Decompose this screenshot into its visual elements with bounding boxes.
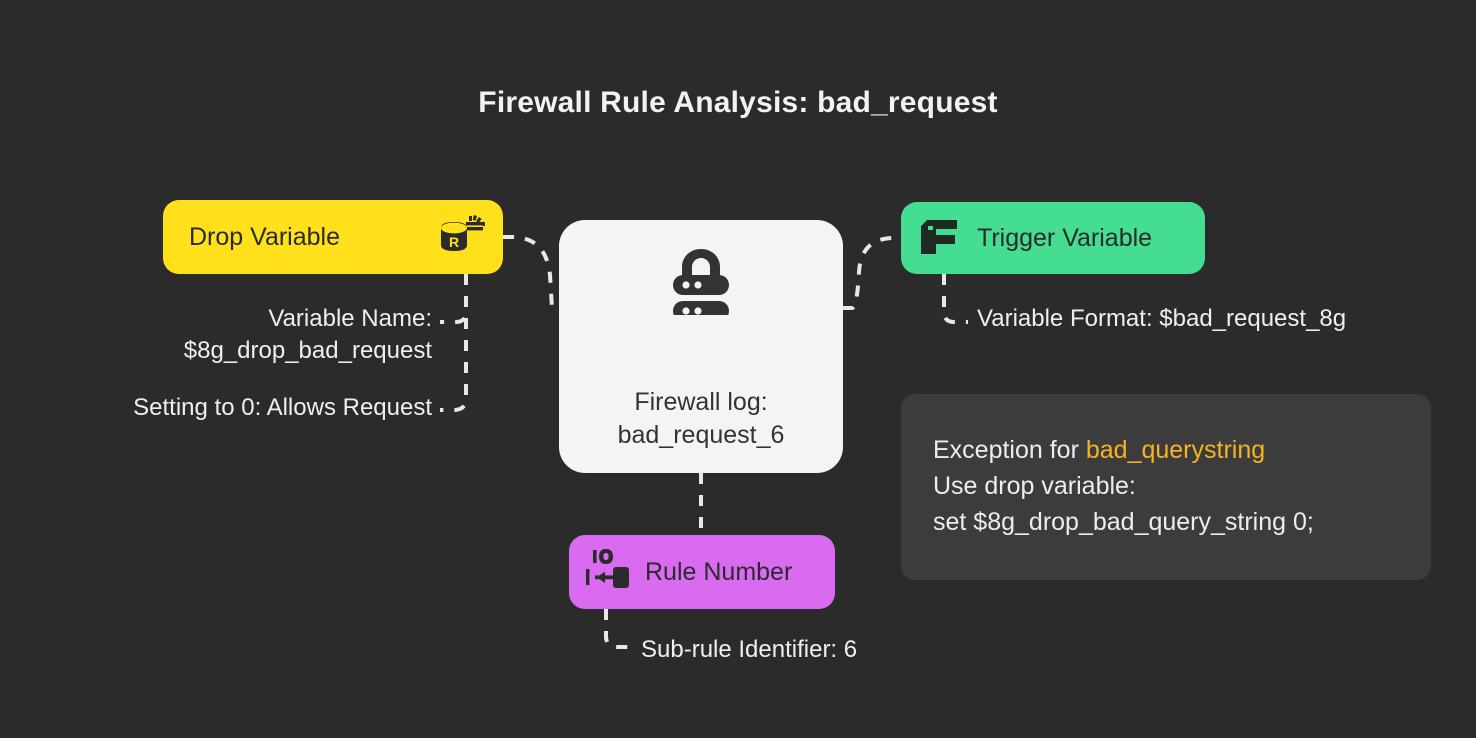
page-title: Firewall Rule Analysis: bad_request bbox=[478, 86, 998, 119]
exception-panel: Exception for bad_querystring Use drop v… bbox=[901, 394, 1431, 580]
node-rule-number[interactable]: Rule Number bbox=[569, 535, 835, 609]
exception-line-3: set $8g_drop_bad_query_string 0; bbox=[933, 508, 1314, 536]
link-rule-to-subrule bbox=[604, 609, 633, 649]
svg-text:R: R bbox=[449, 234, 459, 250]
exception-line-1-accent: bad_querystring bbox=[1085, 436, 1266, 464]
link-drop-spine bbox=[440, 274, 468, 324]
node-drop-variable[interactable]: Drop Variable R bbox=[163, 200, 503, 274]
annotation-variable-name-line-2: $8g_drop_bad_request bbox=[183, 337, 432, 364]
exception-line-1: Exception for bad_querystring bbox=[933, 432, 1431, 468]
number-arrow-icon bbox=[583, 547, 633, 598]
node-firewall-log[interactable]: Firewall log: bad_request_6 bbox=[559, 220, 843, 473]
node-drop-variable-label: Drop Variable bbox=[189, 222, 341, 251]
node-trigger-variable[interactable]: Trigger Variable bbox=[901, 202, 1205, 274]
firewall-flag-icon bbox=[917, 214, 963, 263]
node-trigger-variable-label: Trigger Variable bbox=[977, 223, 1153, 252]
annotation-variable-name-line-1: Variable Name: bbox=[268, 305, 432, 332]
link-drop-to-center bbox=[503, 235, 559, 310]
lock-server-icon bbox=[664, 247, 738, 321]
link-drop-spine-lower bbox=[440, 274, 468, 412]
exception-line-2: Use drop variable: bbox=[933, 472, 1136, 500]
node-rule-number-label: Rule Number bbox=[645, 557, 793, 586]
annotation-sub-rule: Sub-rule Identifier: 6 bbox=[641, 636, 858, 663]
node-firewall-log-text: Firewall log: bad_request_6 bbox=[618, 386, 785, 452]
annotation-setting: Setting to 0: Allows Request bbox=[133, 394, 432, 421]
exception-line-1-prefix: Exception for bbox=[933, 436, 1086, 464]
annotation-variable-name: Variable Name: $8g_drop_bad_request bbox=[57, 303, 432, 367]
annotation-variable-format: Variable Format: $bad_request_8g bbox=[977, 305, 1347, 332]
link-center-to-trigger bbox=[843, 236, 901, 310]
firewall-log-line-1: Firewall log: bbox=[634, 388, 768, 416]
firewall-log-line-2: bad_request_6 bbox=[617, 421, 785, 449]
link-trigger-to-format bbox=[942, 274, 968, 324]
database-r-icon: R bbox=[433, 211, 486, 264]
